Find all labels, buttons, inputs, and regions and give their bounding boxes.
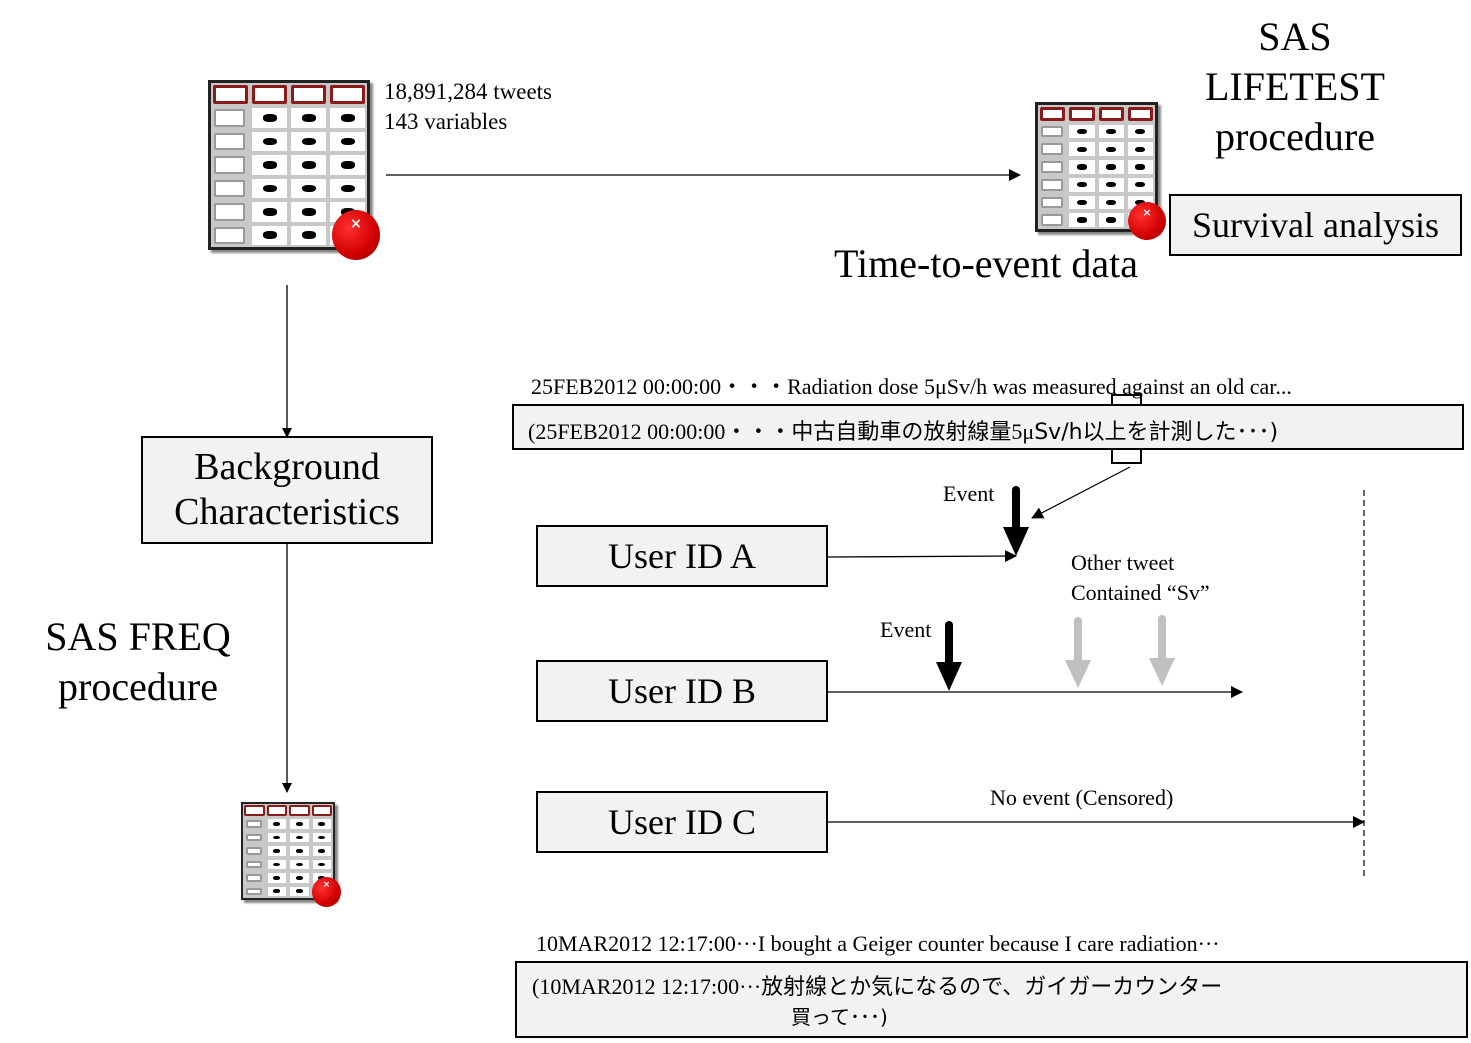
tweet-1-japanese-prefix: (25FEB2012 00:00:00・・・中古自動車の放射線量5μ (528, 419, 1035, 444)
other-tweet-label-2: Contained “Sv” (1071, 580, 1210, 605)
variables-count-label: 143 variables (384, 109, 508, 134)
event-label-a: Event (943, 481, 995, 506)
freq-title-line: SAS FREQ (45, 614, 231, 659)
tweet-2-japanese-line2: 買って･･･) (791, 1005, 888, 1029)
background-line: Characteristics (174, 491, 400, 533)
tweet-1-japanese-box: (25FEB2012 00:00:00・・・中古自動車の放射線量5μSv/h以上… (512, 404, 1464, 450)
tweet-1-english-text: 25FEB2012 00:00:00・・・Radiation dose 5μSv… (531, 374, 1292, 399)
lifetest-title-line: procedure (1215, 114, 1375, 159)
other-tweet-label-1: Other tweet (1071, 550, 1175, 575)
tweets-count-label: 18,891,284 tweets (384, 79, 553, 104)
lifetest-title-line: LIFETEST (1205, 64, 1385, 109)
freq-title-line: procedure (58, 664, 218, 709)
survival-analysis-label: Survival analysis (1192, 205, 1439, 245)
user-a-box: User ID A (536, 525, 828, 587)
tweet-2-japanese-box: (10MAR2012 12:17:00···放射線とか気になるので、ガイガーカウ… (515, 961, 1468, 1038)
user-c-box: User ID C (536, 791, 828, 853)
tweet-2-english: 10MAR2012 12:17:00···I bought a Geiger c… (536, 931, 1220, 956)
user-a-label: User ID A (608, 536, 756, 576)
timeline-user-a (827, 550, 1017, 563)
error-badge-icon: × (332, 210, 380, 260)
lifetest-title: SAS LIFETEST procedure (1180, 12, 1410, 162)
arrow-sv-to-event-a (1031, 466, 1131, 519)
tweet-1-japanese: (25FEB2012 00:00:00・・・中古自動車の放射線量5μSv/h以上… (528, 414, 1278, 446)
user-c-label: User ID C (608, 802, 756, 842)
lifetest-title-line: SAS (1258, 14, 1332, 59)
background-characteristics-box: Background Characteristics (141, 436, 433, 544)
tweet-1-japanese-suffix: /h以上を計測した･･･) (1061, 420, 1279, 445)
error-badge-icon: × (1128, 202, 1166, 240)
time-to-event-label: Time-to-event data (834, 241, 1139, 286)
other-tweet-arrow-1 (1065, 617, 1091, 688)
event-arrow-b (936, 621, 962, 691)
error-badge-icon: × (312, 877, 341, 907)
censored-label: No event (Censored) (990, 785, 1174, 810)
event-label-b: Event (880, 617, 932, 642)
event-arrow-a (1003, 486, 1029, 556)
background-line: Background (194, 446, 380, 488)
other-tweet-arrow-2 (1149, 615, 1175, 686)
user-b-box: User ID B (536, 660, 828, 722)
freq-title: SAS FREQ procedure (20, 612, 256, 712)
tweet-2-japanese-line1: (10MAR2012 12:17:00···放射線とか気になるので、ガイガーカウ… (532, 974, 1223, 999)
survival-analysis-box: Survival analysis (1169, 194, 1462, 256)
tweet-1-english: 25FEB2012 00:00:00・・・Radiation dose 5μSv… (531, 369, 1292, 401)
tweet-1-japanese-highlight: Sv (1034, 420, 1062, 445)
user-b-label: User ID B (608, 671, 756, 711)
